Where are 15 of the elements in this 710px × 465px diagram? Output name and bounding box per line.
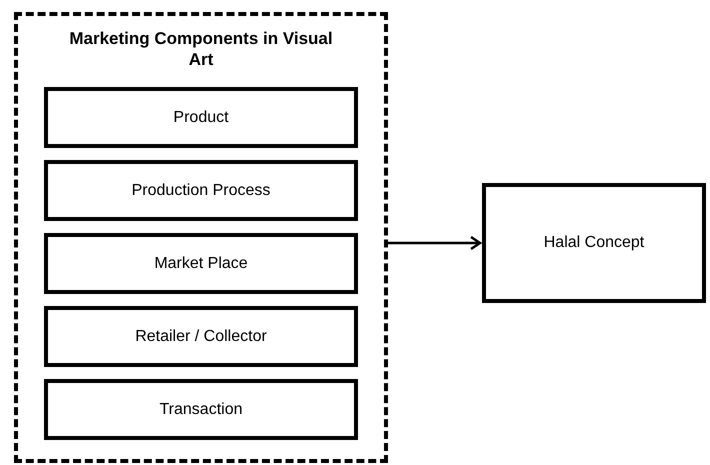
process-box [44,306,358,367]
box-label: Market Place [154,254,248,272]
box-label: Production Process [132,182,270,200]
box-label: Transaction [160,400,242,418]
process-box [44,233,358,294]
group-heading: Marketing Components in Visual Art [68,28,334,70]
process-box [44,160,358,221]
process-box [44,87,358,148]
process-box [482,183,706,303]
box-label: Halal Concept [544,234,644,252]
process-box [44,379,358,440]
arrow [388,236,482,250]
group-frame [14,12,388,463]
box-label: Product [173,108,229,126]
box-label: Retailer / Collector [135,328,267,346]
